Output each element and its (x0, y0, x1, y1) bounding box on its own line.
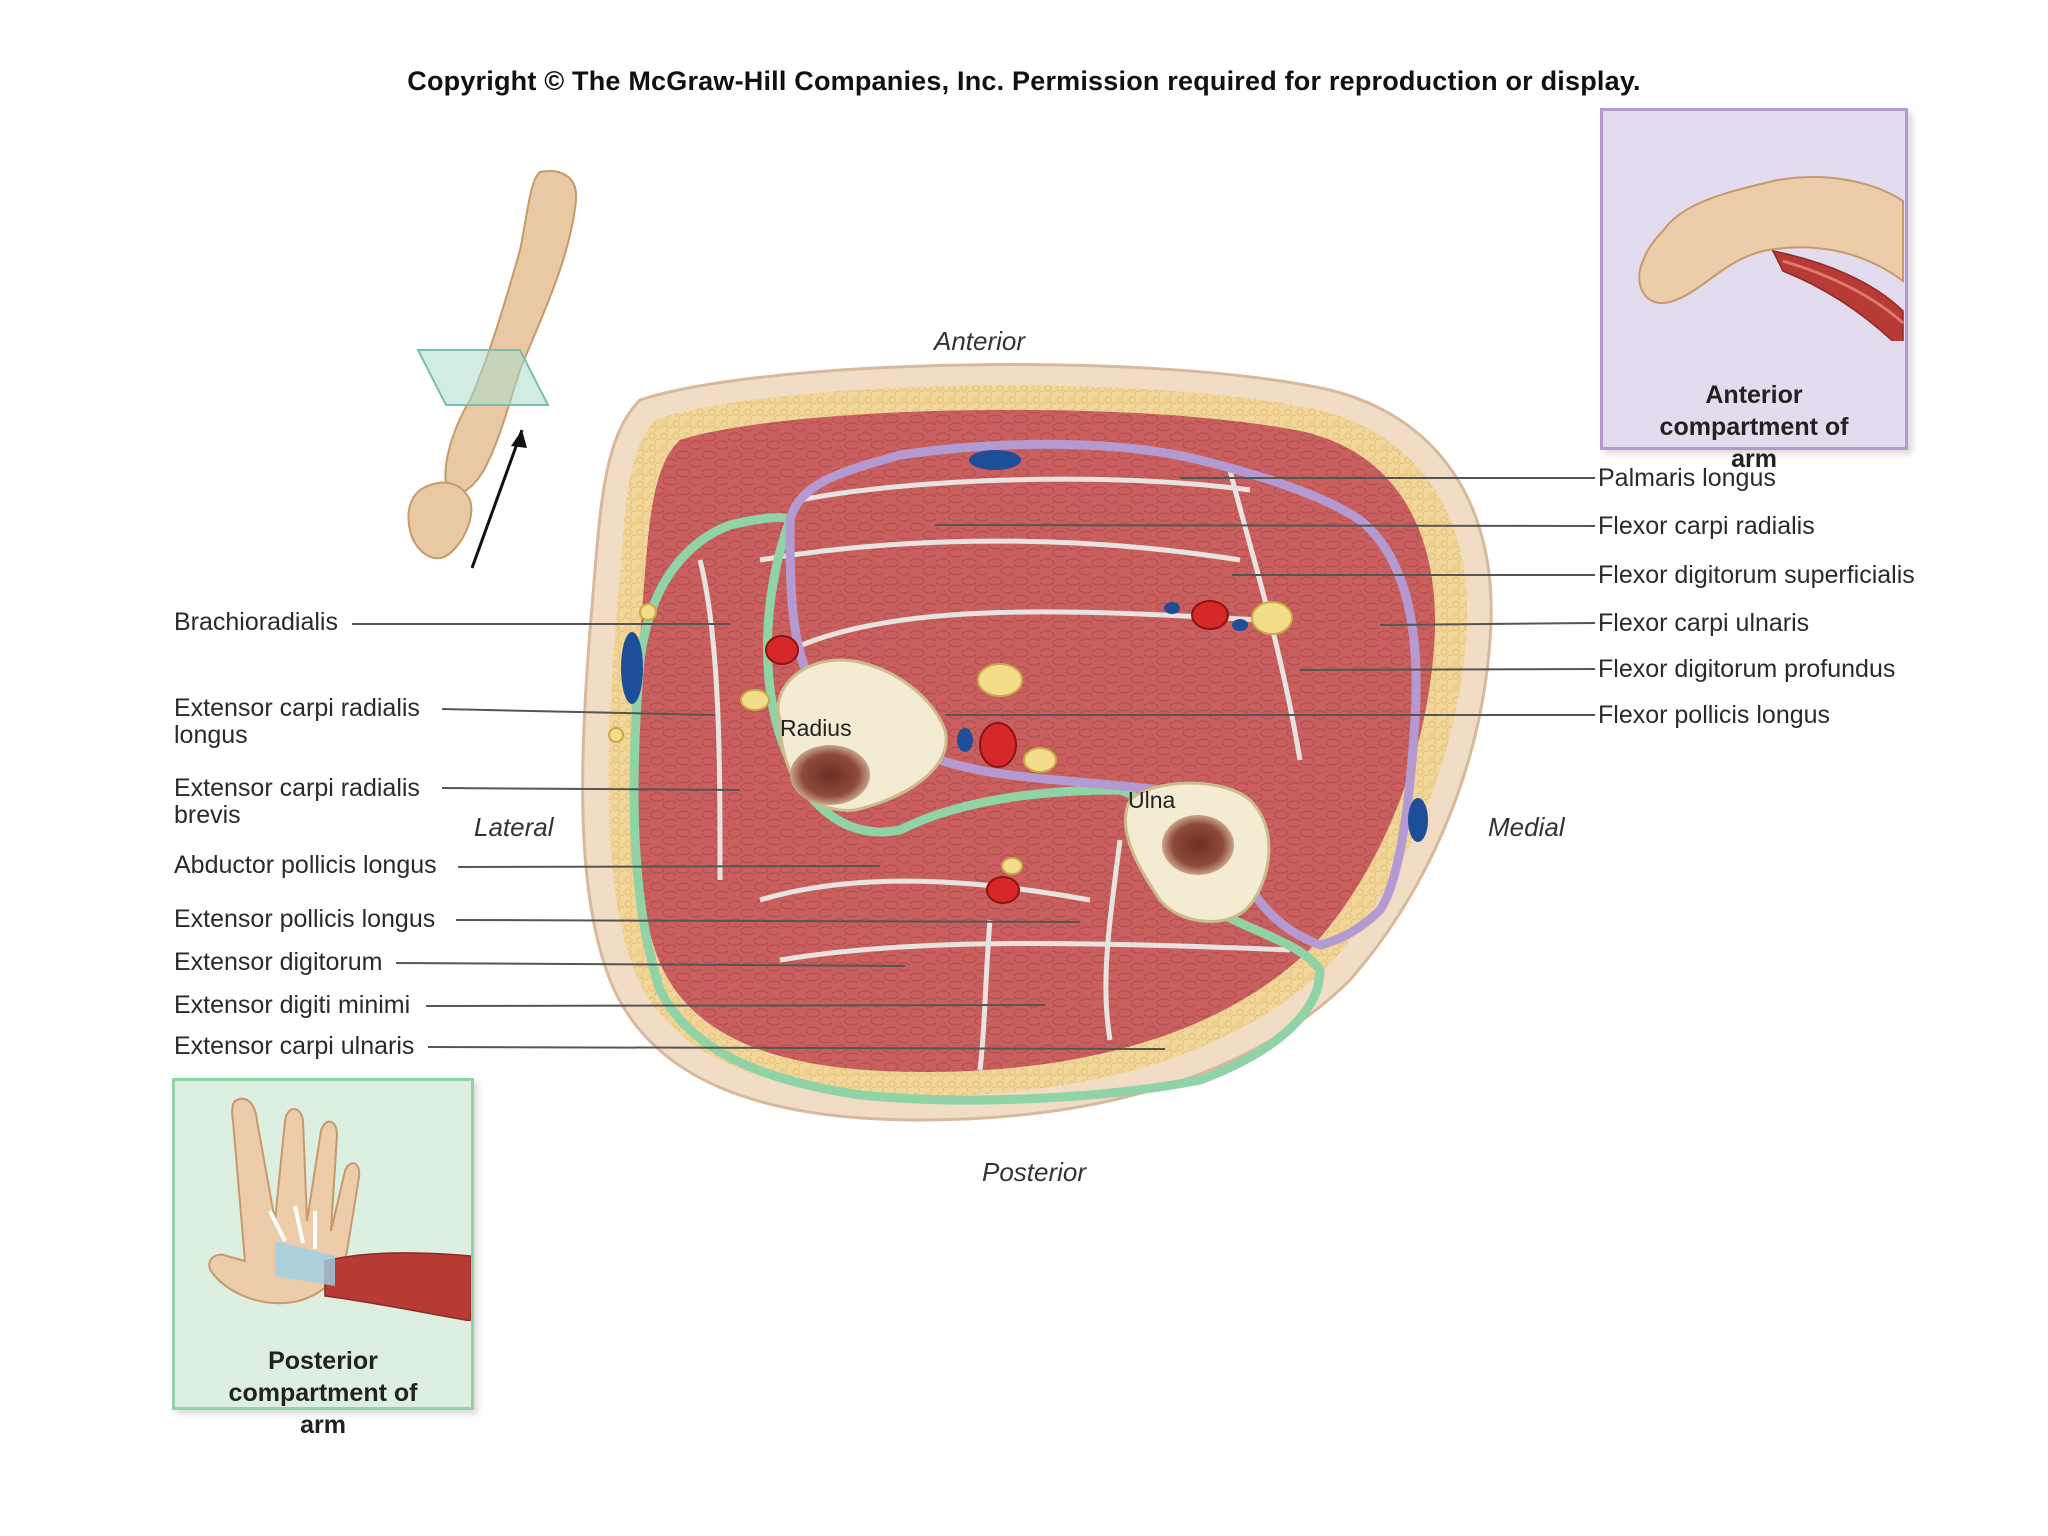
label-flexor-carpi-ulnaris: Flexor carpi ulnaris (1598, 609, 1810, 637)
ulna-bone (1124, 781, 1271, 923)
orientation-anterior: Anterior (934, 326, 1026, 356)
orientation-lateral: Lateral (474, 812, 554, 842)
label-abductor-pollicis-longus: Abductor pollicis longus (174, 851, 437, 879)
ulna-label: Ulna (1128, 787, 1176, 813)
anterior-inset-arm-illustration (1638, 176, 1905, 341)
vessels (608, 450, 1428, 904)
orientation-medial: Medial (1488, 812, 1565, 842)
posterior-inset-hand-illustration (208, 1097, 471, 1321)
label-flexor-digitorum-superficialis: Flexor digitorum superficialis (1598, 561, 1915, 589)
label-extensor-carpi-radialis-brevis: Extensor carpi radialis brevis (174, 774, 420, 829)
label-flexor-pollicis-longus: Flexor pollicis longus (1598, 701, 1831, 729)
label-palmaris-longus: Palmaris longus (1598, 464, 1776, 492)
posterior-inset-caption: Posterior compartment of arm (228, 1347, 418, 1439)
left-leader-lines (352, 623, 1166, 1050)
right-leader-lines (934, 477, 1596, 716)
label-extensor-pollicis-longus: Extensor pollicis longus (174, 905, 436, 933)
label-flexor-carpi-radialis: Flexor carpi radialis (1598, 512, 1815, 540)
posterior-compartment-inset: Posterior compartment of arm (172, 1078, 474, 1439)
posterior-compartment-outline (629, 513, 1325, 1105)
radius-bone (776, 658, 948, 812)
label-extensor-carpi-radialis-longus: Extensor carpi radialis longus (174, 694, 420, 749)
anterior-inset-caption: Anterior compartment of arm (1659, 381, 1849, 473)
anterior-compartment-inset: Anterior compartment of arm (1600, 108, 1908, 473)
copyright-notice: Copyright © The McGraw-Hill Companies, I… (407, 66, 1641, 96)
radius-label: Radius (780, 715, 852, 741)
label-flexor-digitorum-profundus: Flexor digitorum profundus (1598, 655, 1896, 683)
orientation-posterior: Posterior (982, 1157, 1087, 1187)
label-extensor-digitorum: Extensor digitorum (174, 948, 383, 976)
label-extensor-carpi-ulnaris: Extensor carpi ulnaris (174, 1032, 415, 1060)
label-extensor-digiti-minimi: Extensor digiti minimi (174, 991, 411, 1019)
orientation-arm-illustration (407, 170, 578, 569)
label-brachioradialis: Brachioradialis (174, 608, 338, 636)
